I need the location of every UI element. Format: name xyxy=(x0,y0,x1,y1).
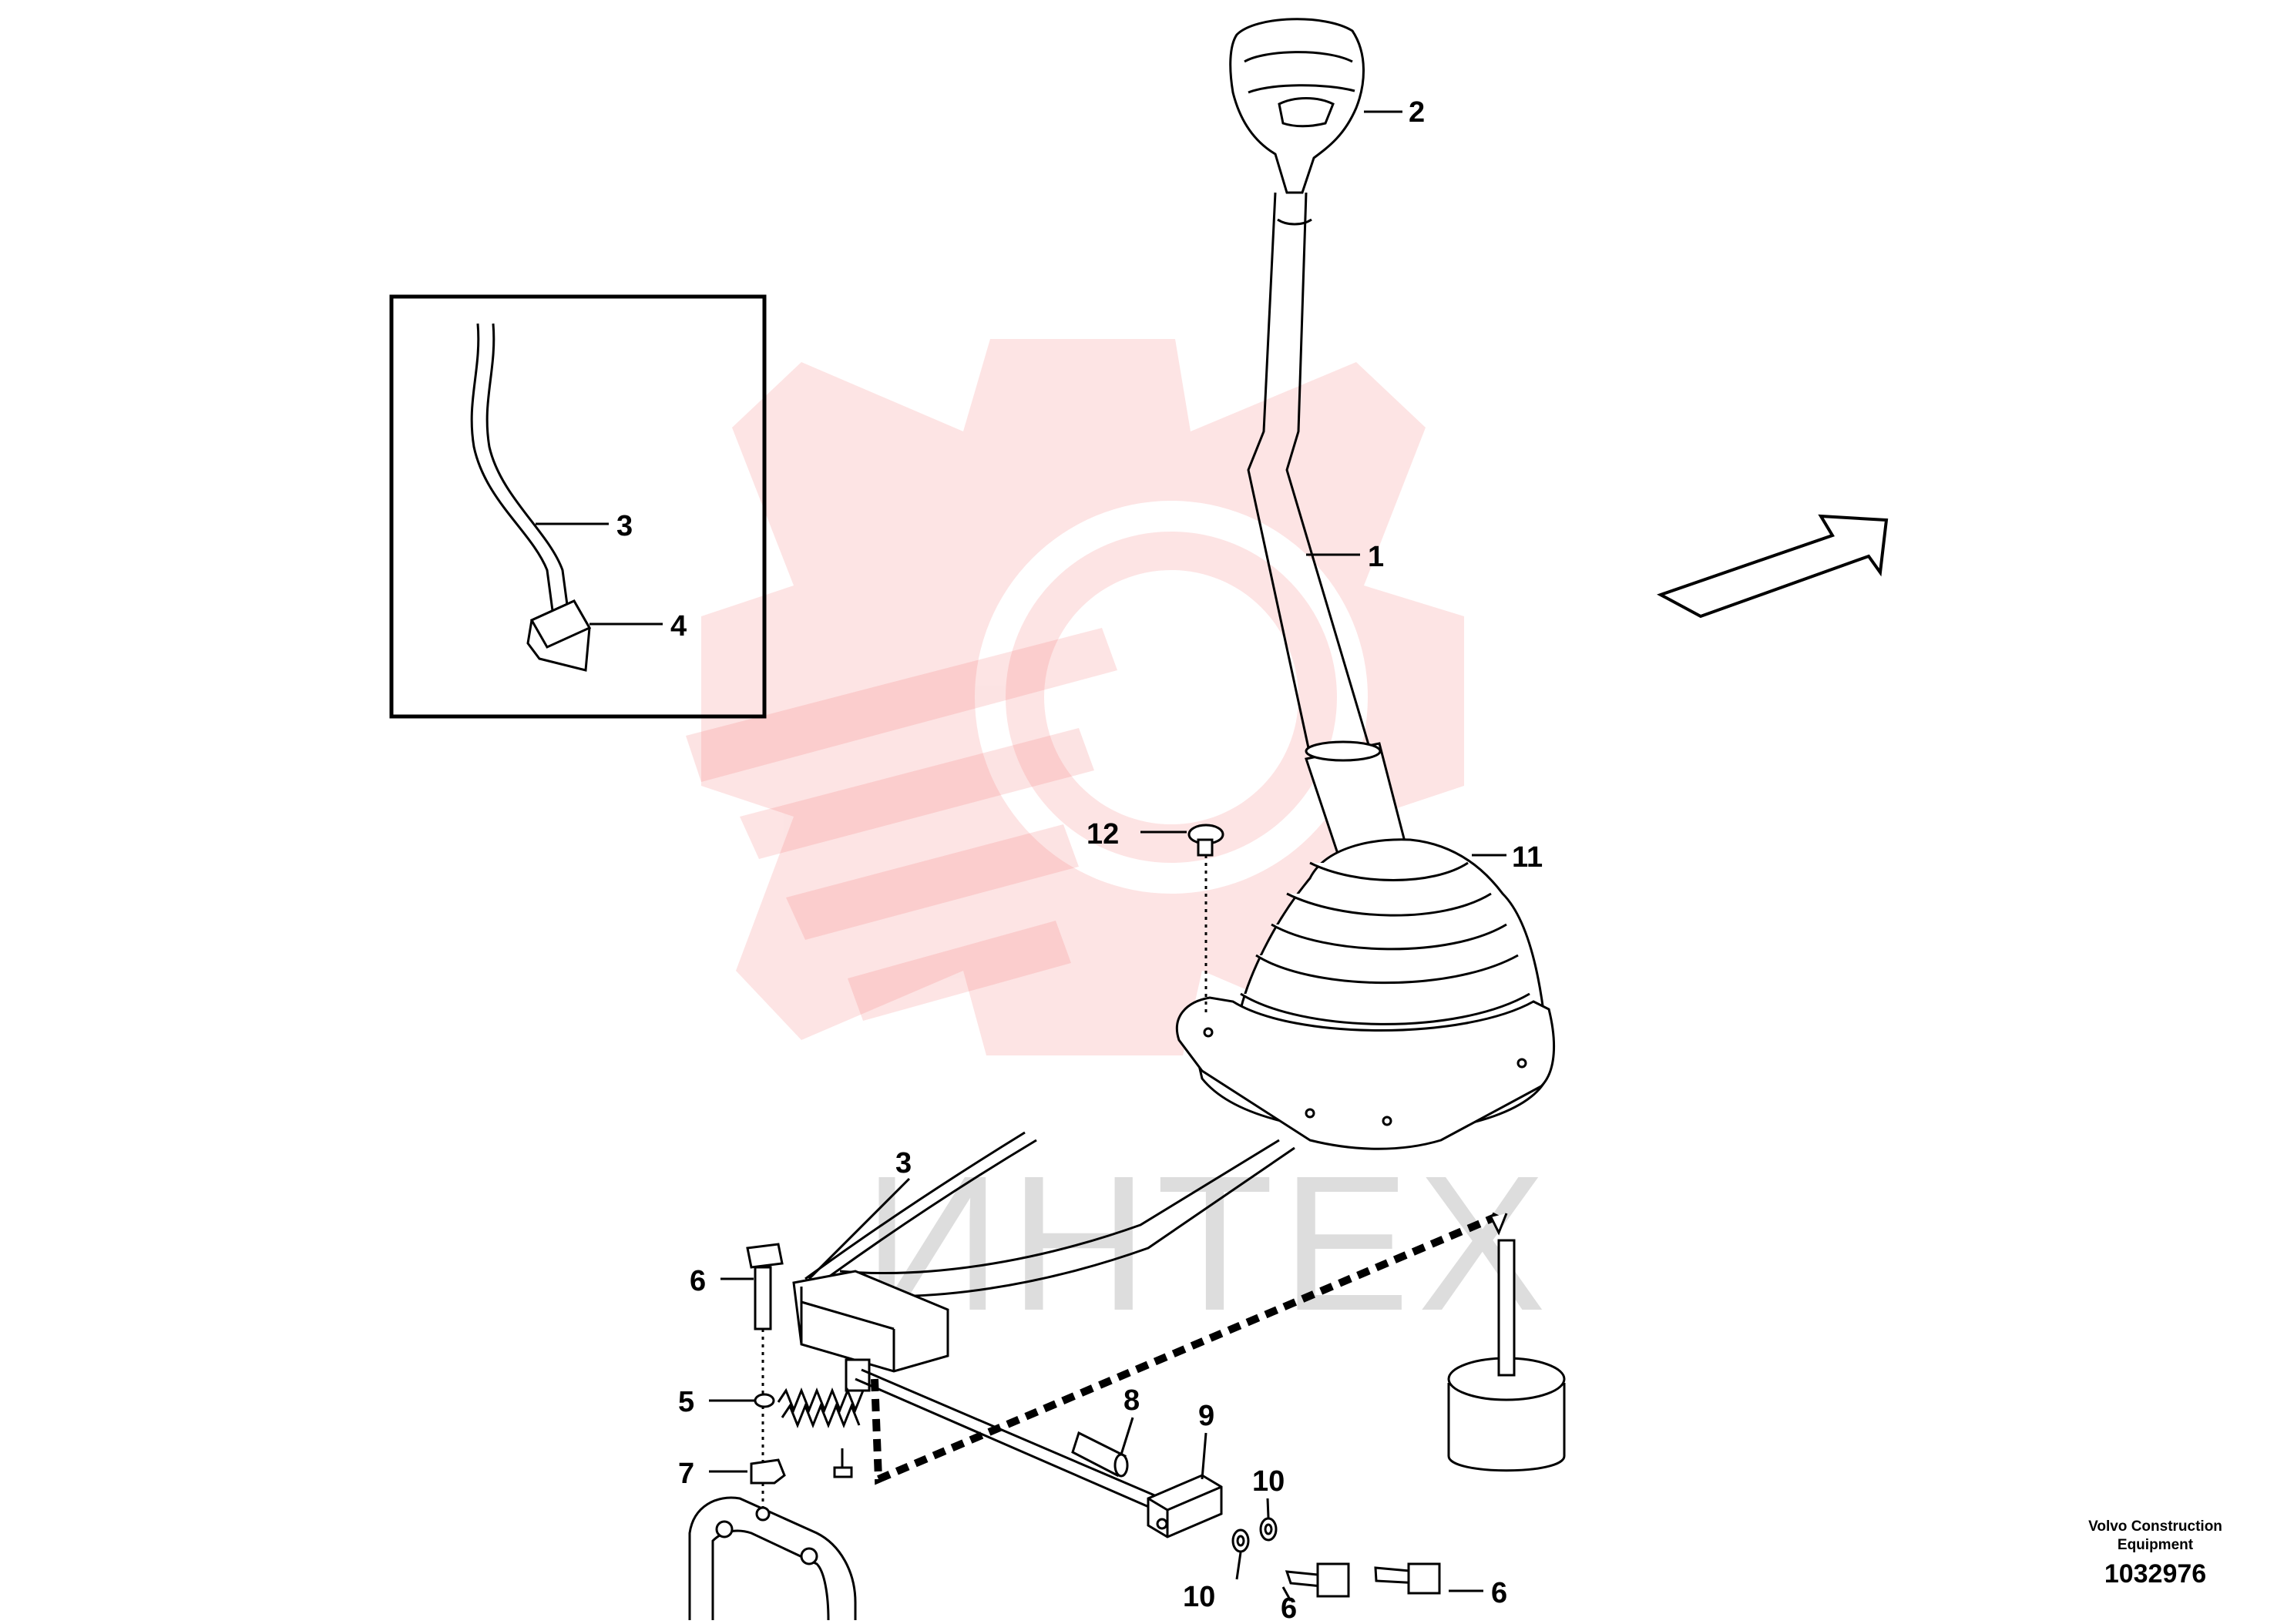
lever-knob xyxy=(1229,18,1365,194)
washer-10-bottom xyxy=(1231,1528,1250,1553)
bearing-mount xyxy=(688,1496,857,1621)
washer-5 xyxy=(754,1393,775,1408)
callout-6-right: 6 xyxy=(1491,1577,1507,1609)
arrow-icon xyxy=(1657,514,1889,619)
callout-11: 11 xyxy=(1512,841,1543,874)
callout-7: 7 xyxy=(678,1458,694,1490)
bolt-mid xyxy=(1285,1562,1350,1598)
clamp-block-9 xyxy=(1147,1474,1223,1538)
nut-7 xyxy=(750,1458,786,1510)
callout-10-top: 10 xyxy=(1252,1465,1285,1498)
leader-lines xyxy=(536,110,1506,1602)
small-screw xyxy=(833,1448,853,1478)
callout-6-mid: 6 xyxy=(1281,1592,1297,1620)
inset-connector xyxy=(526,599,592,672)
callout-9: 9 xyxy=(1198,1400,1214,1432)
callout-1: 1 xyxy=(1368,541,1384,573)
dashed-link xyxy=(871,1207,1503,1485)
pivot-shaft xyxy=(855,1368,1164,1512)
callout-5: 5 xyxy=(678,1386,694,1418)
callout-3: 3 xyxy=(895,1147,912,1179)
callout-8: 8 xyxy=(1123,1384,1140,1417)
callout-4: 4 xyxy=(670,610,687,643)
washer-10-top xyxy=(1259,1517,1278,1542)
plug-rivet xyxy=(1187,824,1224,1017)
watermark-ring-hole xyxy=(1044,570,1298,824)
footer-block: Volvo Construction Equipment 1032976 xyxy=(2063,1518,2248,1589)
callout-10-bottom: 10 xyxy=(1183,1581,1215,1613)
lever-rod xyxy=(1247,192,1373,756)
inset-cable xyxy=(470,323,570,617)
callout-12: 12 xyxy=(1087,818,1119,851)
watermark-stripes xyxy=(686,628,1117,1021)
lever-base-right xyxy=(1447,1213,1566,1472)
bolt-right xyxy=(1374,1562,1441,1595)
callout-2: 2 xyxy=(1409,96,1425,129)
inset-detail xyxy=(389,294,767,719)
return-spring xyxy=(777,1387,865,1429)
bracket-block xyxy=(792,1270,949,1392)
callout-6-left: 6 xyxy=(690,1265,706,1297)
sleeve-8 xyxy=(1071,1431,1129,1478)
part-number: 1032976 xyxy=(2104,1559,2207,1589)
company-name: Volvo Construction Equipment xyxy=(2088,1518,2222,1553)
boot-flange xyxy=(1175,996,1555,1150)
callout-3-inset: 3 xyxy=(616,510,633,542)
